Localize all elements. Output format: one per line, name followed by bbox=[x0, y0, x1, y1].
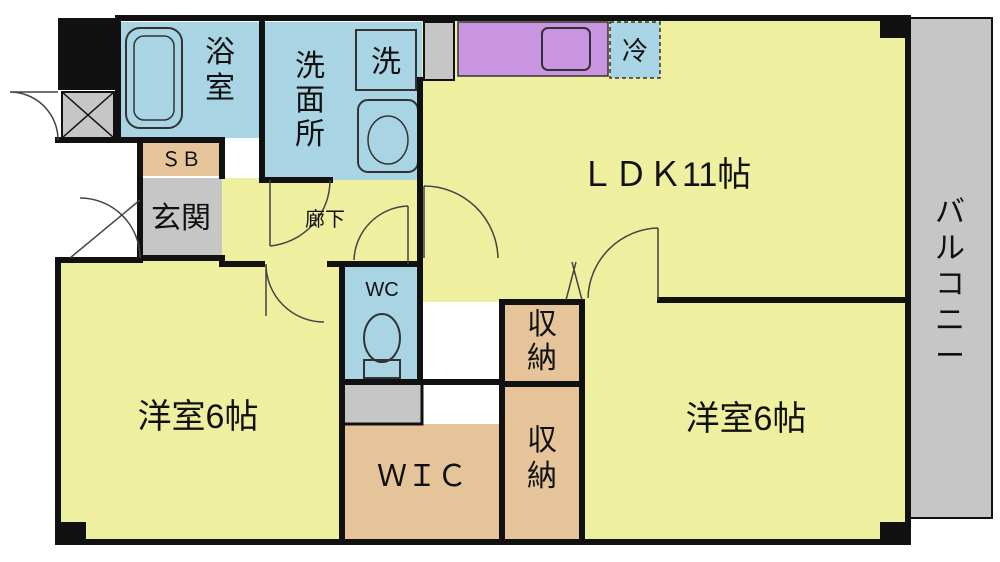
door-swings bbox=[9, 91, 659, 323]
ldk-label: ＬＤＫ11帖 bbox=[580, 156, 751, 194]
balcony-label-3: コ bbox=[935, 268, 965, 301]
washroom-label-1: 洗 bbox=[295, 50, 325, 83]
wic-label: ＷＩＣ bbox=[377, 460, 467, 493]
hallway-area bbox=[222, 178, 424, 264]
wc-label: WC bbox=[365, 279, 398, 301]
storage-lower-label-1: 収 bbox=[527, 424, 557, 457]
fridge-label: 冷 bbox=[622, 36, 648, 66]
walls bbox=[55, 15, 911, 545]
toilet-icon bbox=[363, 313, 401, 363]
storage-upper-label-2: 納 bbox=[527, 342, 557, 375]
bath-label-2: 室 bbox=[205, 72, 235, 105]
washer-label: 洗 bbox=[371, 46, 401, 79]
column-tr bbox=[880, 18, 908, 38]
washbasin-bowl-icon bbox=[367, 115, 409, 165]
balcony-label-5: ー bbox=[935, 340, 965, 373]
column-bl bbox=[58, 522, 86, 542]
sb-area bbox=[140, 140, 222, 176]
sink-icon bbox=[541, 27, 591, 71]
kitchen-counter bbox=[457, 21, 609, 77]
column-tl bbox=[58, 18, 118, 90]
pipe-space bbox=[423, 21, 455, 81]
western-room-left-area bbox=[58, 260, 342, 542]
bath-label-1: 浴 bbox=[205, 36, 235, 69]
wic-area bbox=[342, 424, 502, 542]
hallway-label: 廊下 bbox=[305, 208, 345, 231]
column-br bbox=[880, 522, 908, 542]
washroom-label-2: 面 bbox=[295, 84, 325, 117]
storage-upper-area bbox=[502, 302, 582, 382]
storage-lower-label-2: 納 bbox=[527, 460, 557, 493]
balcony-area bbox=[907, 17, 993, 519]
sb-label: ＳＢ bbox=[161, 149, 201, 171]
bathtub-inner-icon bbox=[133, 35, 175, 121]
balcony-label-2: ル bbox=[935, 232, 965, 265]
entrance-area bbox=[140, 178, 222, 258]
storage-lower-area bbox=[502, 384, 582, 542]
shoe-box-cross-icon bbox=[61, 91, 115, 139]
western-room-right-area bbox=[584, 300, 908, 542]
toilet-tank-icon bbox=[363, 359, 401, 379]
wc-wall-block bbox=[340, 380, 424, 426]
western-room-left-label: 洋室6帖 bbox=[138, 398, 259, 436]
fridge-space bbox=[609, 21, 661, 79]
storage-upper-label-1: 収 bbox=[527, 308, 557, 341]
washroom-label-3: 所 bbox=[295, 118, 325, 151]
bathtub-icon bbox=[125, 27, 183, 129]
washing-machine-icon bbox=[355, 29, 417, 91]
balcony-label-1: バ bbox=[935, 196, 965, 229]
balcony-label-4: ニ bbox=[935, 304, 965, 337]
western-room-right-label: 洋室6帖 bbox=[686, 400, 807, 438]
bath-area bbox=[118, 22, 262, 138]
entrance-label: 玄関 bbox=[151, 202, 211, 235]
